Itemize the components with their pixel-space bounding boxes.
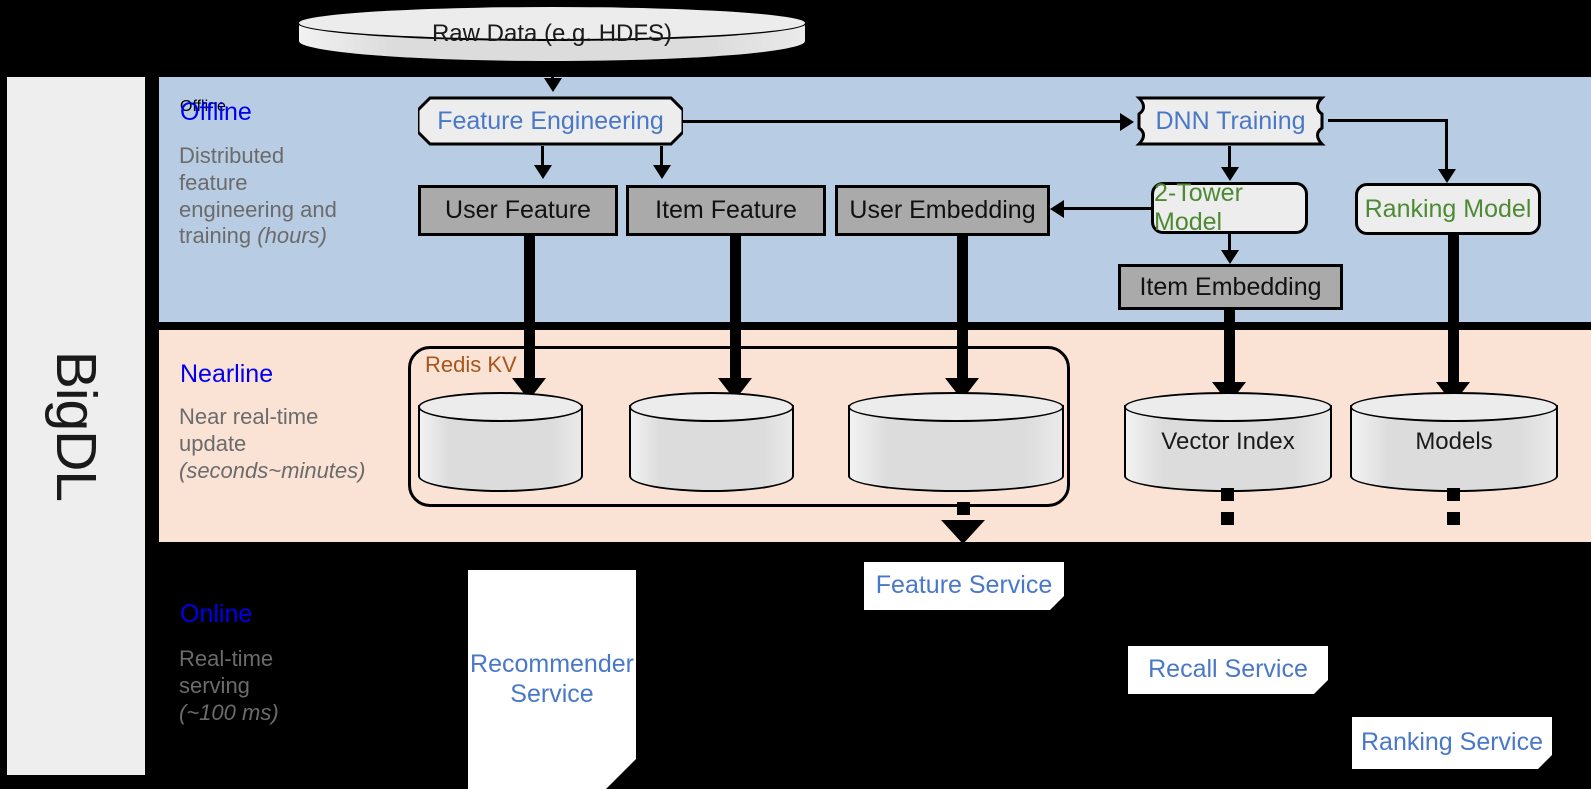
- line-dnn-to-ranking-h: [1328, 119, 1448, 122]
- arrow-twotower-to-userembedding-head: [1050, 200, 1064, 218]
- arrow-fe-to-userfeature-head: [534, 165, 552, 179]
- user-embedding-label: User Embedding: [849, 196, 1036, 224]
- nearline-desc-italic: (seconds~minutes): [179, 457, 366, 483]
- recommender-service-fold-icon: [606, 759, 636, 789]
- arrow-rawdata-to-fe-line: [551, 63, 554, 81]
- arrow-rawdata-to-fe-head: [544, 78, 562, 92]
- offline-desc-line2: feature: [179, 169, 248, 195]
- redis-kv-container: [408, 346, 1070, 507]
- dash-models-1: [1447, 488, 1460, 501]
- recommender-service-label-line1: Recommender: [470, 650, 634, 678]
- arrow-fe-to-dnn-head: [1120, 113, 1134, 131]
- line-twotower-to-userembedding: [1064, 207, 1154, 210]
- raw-data-top: [297, 5, 807, 41]
- online-description: Real-time serving (~100 ms): [179, 646, 379, 726]
- line-fe-to-dnn: [683, 120, 1123, 123]
- dnn-training-label: DNN Training: [1155, 106, 1306, 135]
- ranking-service-label: Ranking Service: [1360, 728, 1544, 757]
- arrow-userembedding-to-featureservice: [941, 520, 985, 544]
- offline-band-title: Offline: [180, 98, 226, 115]
- line-dnn-to-ranking-v: [1445, 119, 1448, 173]
- dnn-training-shape: [1135, 96, 1326, 146]
- online-title: Online: [180, 600, 253, 628]
- arrow-twotower-to-itemembedding-head: [1221, 250, 1239, 264]
- dash-vectorindex-2: [1221, 512, 1234, 525]
- user-embedding-node[interactable]: User Embedding: [835, 185, 1050, 236]
- models-cylinder[interactable]: Models: [1350, 392, 1558, 492]
- dnn-training-node[interactable]: DNN Training: [1133, 96, 1328, 146]
- user-embedding-store-cylinder[interactable]: [848, 392, 1064, 492]
- user-embedding-store-label: [848, 392, 1064, 492]
- two-tower-model-node[interactable]: 2-Tower Model: [1151, 179, 1308, 236]
- online-desc-line2: serving: [179, 672, 250, 698]
- pipe-itemfeature-to-store: [730, 236, 741, 382]
- item-feature-store-top: [629, 392, 794, 422]
- recommender-service-label: Recommender Service: [470, 650, 634, 709]
- ranking-service-node[interactable]: Ranking Service: [1352, 717, 1552, 769]
- pipe-itemembedding-to-vectorindex: [1224, 310, 1235, 386]
- line-fe-to-userfeature: [541, 146, 544, 168]
- dash-models-2: [1447, 512, 1460, 525]
- offline-title: Offline: [180, 98, 252, 126]
- vector-index-label: Vector Index: [1161, 428, 1295, 455]
- models-label: Models: [1415, 428, 1493, 455]
- line-twotower-to-itemembedding: [1228, 234, 1231, 252]
- two-tower-model-label: 2-Tower Model: [1154, 179, 1243, 236]
- nearline-description: Near real-time update (seconds~minutes): [179, 404, 409, 484]
- recall-service-label: Recall Service: [1148, 655, 1308, 684]
- recall-service-fold-icon: [1314, 680, 1328, 694]
- feature-engineering-label: Feature Engineering: [437, 106, 664, 135]
- bigdl-sidebar: BigDL: [7, 77, 145, 775]
- offline-description: Distributed feature engineering and trai…: [179, 143, 369, 250]
- nearline-title: Nearline: [180, 360, 274, 388]
- user-feature-store-label: [418, 392, 583, 492]
- pipe-userembedding-to-store: [957, 236, 968, 382]
- item-embedding-node[interactable]: Item Embedding: [1118, 264, 1343, 310]
- item-feature-store-label: [629, 392, 794, 492]
- user-embedding-store-top: [848, 392, 1064, 422]
- item-embedding-label: Item Embedding: [1139, 272, 1322, 301]
- feature-service-node[interactable]: Feature Service: [864, 562, 1064, 610]
- user-feature-store-cylinder[interactable]: [418, 392, 583, 492]
- user-feature-store-top: [418, 392, 583, 422]
- redis-kv-label: Redis KV: [425, 352, 517, 377]
- nearline-desc-line2: update: [179, 430, 247, 456]
- item-feature-store-cylinder[interactable]: [629, 392, 794, 492]
- line-dnn-to-twotower: [1228, 146, 1231, 170]
- raw-data-cylinder: Raw Data (e.g. HDFS): [297, 5, 807, 63]
- models-top: [1350, 392, 1558, 422]
- arrow-dnn-to-twotower-head: [1221, 167, 1239, 181]
- ranking-model-node[interactable]: Ranking Model: [1355, 183, 1541, 235]
- ranking-model-label: Ranking Model: [1364, 194, 1532, 223]
- online-desc-line1: Real-time: [179, 646, 274, 671]
- dash-userembedding-1: [957, 502, 970, 515]
- raw-data-label: Raw Data (e.g. HDFS): [431, 20, 673, 47]
- dash-vectorindex-1: [1221, 488, 1234, 501]
- recall-service-node[interactable]: Recall Service: [1128, 646, 1328, 694]
- offline-desc-line3: engineering and: [179, 196, 337, 222]
- bigdl-label: BigDL: [44, 350, 108, 502]
- feature-service-label: Feature Service: [875, 571, 1053, 600]
- online-desc-italic: (~100 ms): [179, 699, 279, 725]
- feature-engineering-shape: [418, 96, 683, 146]
- arrow-fe-to-itemfeature-head: [653, 165, 671, 179]
- offline-desc-line1: Distributed: [179, 143, 285, 168]
- item-feature-label: Item Feature: [655, 196, 797, 224]
- arrow-dnn-to-ranking-head: [1438, 169, 1456, 183]
- recommender-service-node[interactable]: Recommender Service: [468, 570, 636, 789]
- offline-desc-line4: training (hours): [179, 223, 327, 249]
- user-feature-label: User Feature: [445, 196, 591, 224]
- item-feature-node[interactable]: Item Feature: [626, 185, 826, 236]
- vector-index-cylinder[interactable]: Vector Index: [1124, 392, 1332, 492]
- pipe-userfeature-to-store: [524, 236, 535, 382]
- vector-index-top: [1124, 392, 1332, 422]
- nearline-desc-line1: Near real-time: [179, 404, 319, 429]
- recommender-service-label-line2: Service: [510, 679, 594, 708]
- pipe-rankingmodel-to-models: [1448, 235, 1459, 386]
- feature-engineering-node[interactable]: Feature Engineering: [418, 96, 683, 146]
- user-feature-node[interactable]: User Feature: [418, 185, 618, 236]
- line-fe-to-itemfeature: [660, 146, 663, 168]
